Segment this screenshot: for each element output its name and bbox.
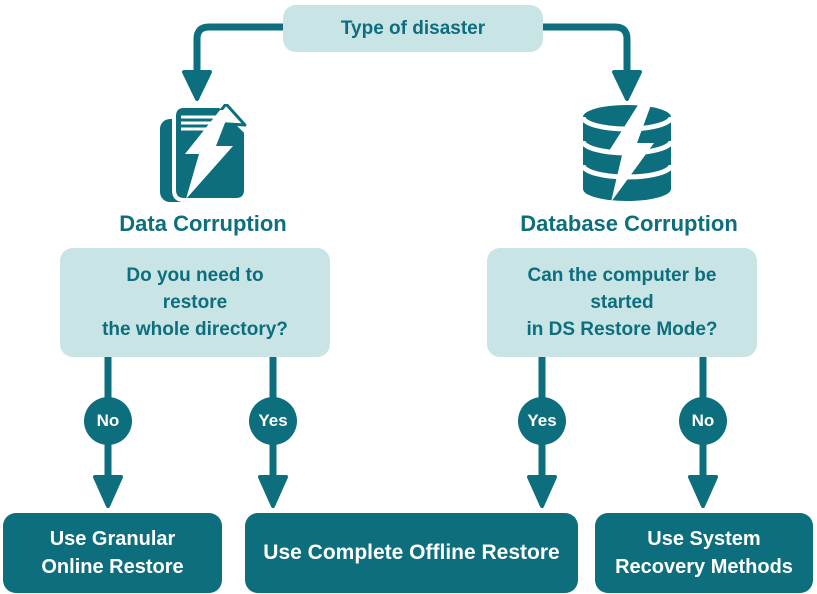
data-corruption-label: Data Corruption <box>119 211 287 236</box>
question-line: restore <box>162 292 228 313</box>
result-granular-online-restore: Use Granular Online Restore <box>3 513 222 593</box>
answer-no-right: No <box>679 397 727 445</box>
question-line: the whole directory? <box>102 319 288 340</box>
question-line: Do you need to <box>126 265 264 286</box>
root-node: Type of disaster <box>283 5 543 52</box>
root-node-label: Type of disaster <box>340 17 486 39</box>
question-line: started <box>590 292 654 313</box>
result-line: Online Restore <box>41 556 184 578</box>
answer-yes-left: Yes <box>249 397 297 445</box>
question-line: in DS Restore Mode? <box>526 319 718 340</box>
question-data-corruption: Do you need to restore the whole directo… <box>60 248 330 357</box>
result-line: Recovery Methods <box>615 556 793 578</box>
database-corruption-icon <box>580 105 674 202</box>
answer-yes-right: Yes <box>518 397 566 445</box>
data-corruption-icon <box>160 104 248 202</box>
result-line: Use Granular <box>49 528 176 550</box>
question-database-corruption: Can the computer be started in DS Restor… <box>487 248 757 357</box>
answer-no-left: No <box>84 397 132 445</box>
result-line: Use System <box>647 528 761 550</box>
database-corruption-label: Database Corruption <box>520 211 738 236</box>
result-complete-offline-restore: Use Complete Offline Restore <box>245 513 578 593</box>
result-system-recovery-methods: Use System Recovery Methods <box>595 513 813 593</box>
question-line: Can the computer be <box>527 265 717 286</box>
result-line: Use Complete Offline Restore <box>263 541 560 564</box>
